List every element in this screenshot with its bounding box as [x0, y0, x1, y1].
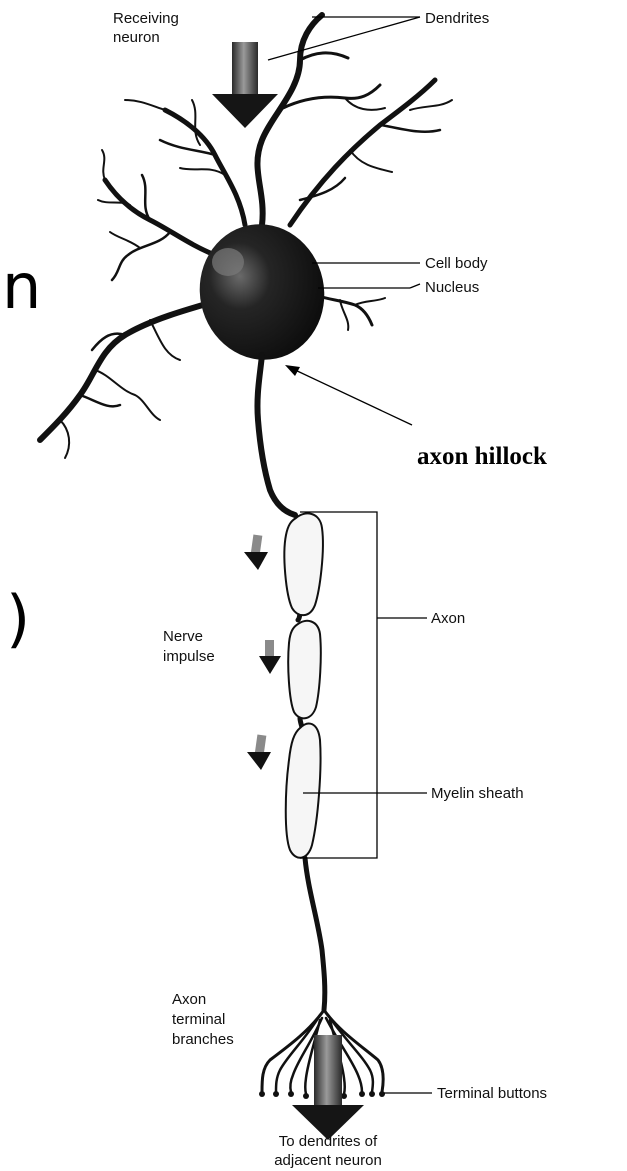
myelin-segment	[286, 724, 321, 858]
cell-body	[187, 213, 337, 372]
impulse-arrow-icon	[247, 735, 271, 770]
receiving-neuron-label: Receiving	[113, 10, 179, 27]
axon-terminal-label: Axon	[172, 991, 206, 1008]
edge-letter-fragment: n	[2, 250, 41, 323]
axon-terminal-label-line2: terminal	[172, 1011, 225, 1028]
impulse-arrow-icon	[244, 535, 268, 570]
terminal-buttons-label: Terminal buttons	[437, 1085, 547, 1102]
axon-terminal-label-line3: branches	[172, 1031, 234, 1048]
terminal-button	[303, 1093, 309, 1099]
terminal-button	[369, 1091, 375, 1097]
nerve-impulse-arrows	[244, 535, 281, 770]
dendrites-label: Dendrites	[425, 10, 489, 27]
terminal-button	[379, 1091, 385, 1097]
labels: Receiving neuron Dendrites Cell body Nuc…	[113, 10, 547, 1169]
myelin-sheath	[284, 513, 323, 857]
axon-label: Axon	[431, 610, 465, 627]
nucleus-label: Nucleus	[425, 279, 479, 296]
output-arrow	[292, 1035, 364, 1140]
axon-hillock-label: axon hillock	[417, 443, 547, 470]
axon-hillock-arrowhead	[285, 365, 300, 376]
receiving-neuron-label-line2: neuron	[113, 29, 160, 46]
terminal-button	[288, 1091, 294, 1097]
to-dendrites-label: To dendrites of	[279, 1133, 378, 1150]
dendrites-leader	[268, 17, 420, 60]
to-dendrites-label-line2: adjacent neuron	[274, 1152, 382, 1169]
myelin-segment	[288, 621, 321, 719]
nucleus	[212, 248, 244, 276]
myelin-sheath-label: Myelin sheath	[431, 785, 524, 802]
terminal-button	[273, 1091, 279, 1097]
nerve-impulse-label-line2: impulse	[163, 648, 215, 665]
receiving-arrow	[212, 42, 278, 128]
axon-hillock-leader	[293, 369, 412, 425]
myelin-segment	[284, 513, 323, 615]
terminal-button	[359, 1091, 365, 1097]
terminal-button	[259, 1091, 265, 1097]
edge-paren-fragment: )	[6, 582, 30, 655]
nerve-impulse-label: Nerve	[163, 628, 203, 645]
impulse-arrow-icon	[259, 640, 281, 674]
cell-body-label: Cell body	[425, 255, 488, 272]
